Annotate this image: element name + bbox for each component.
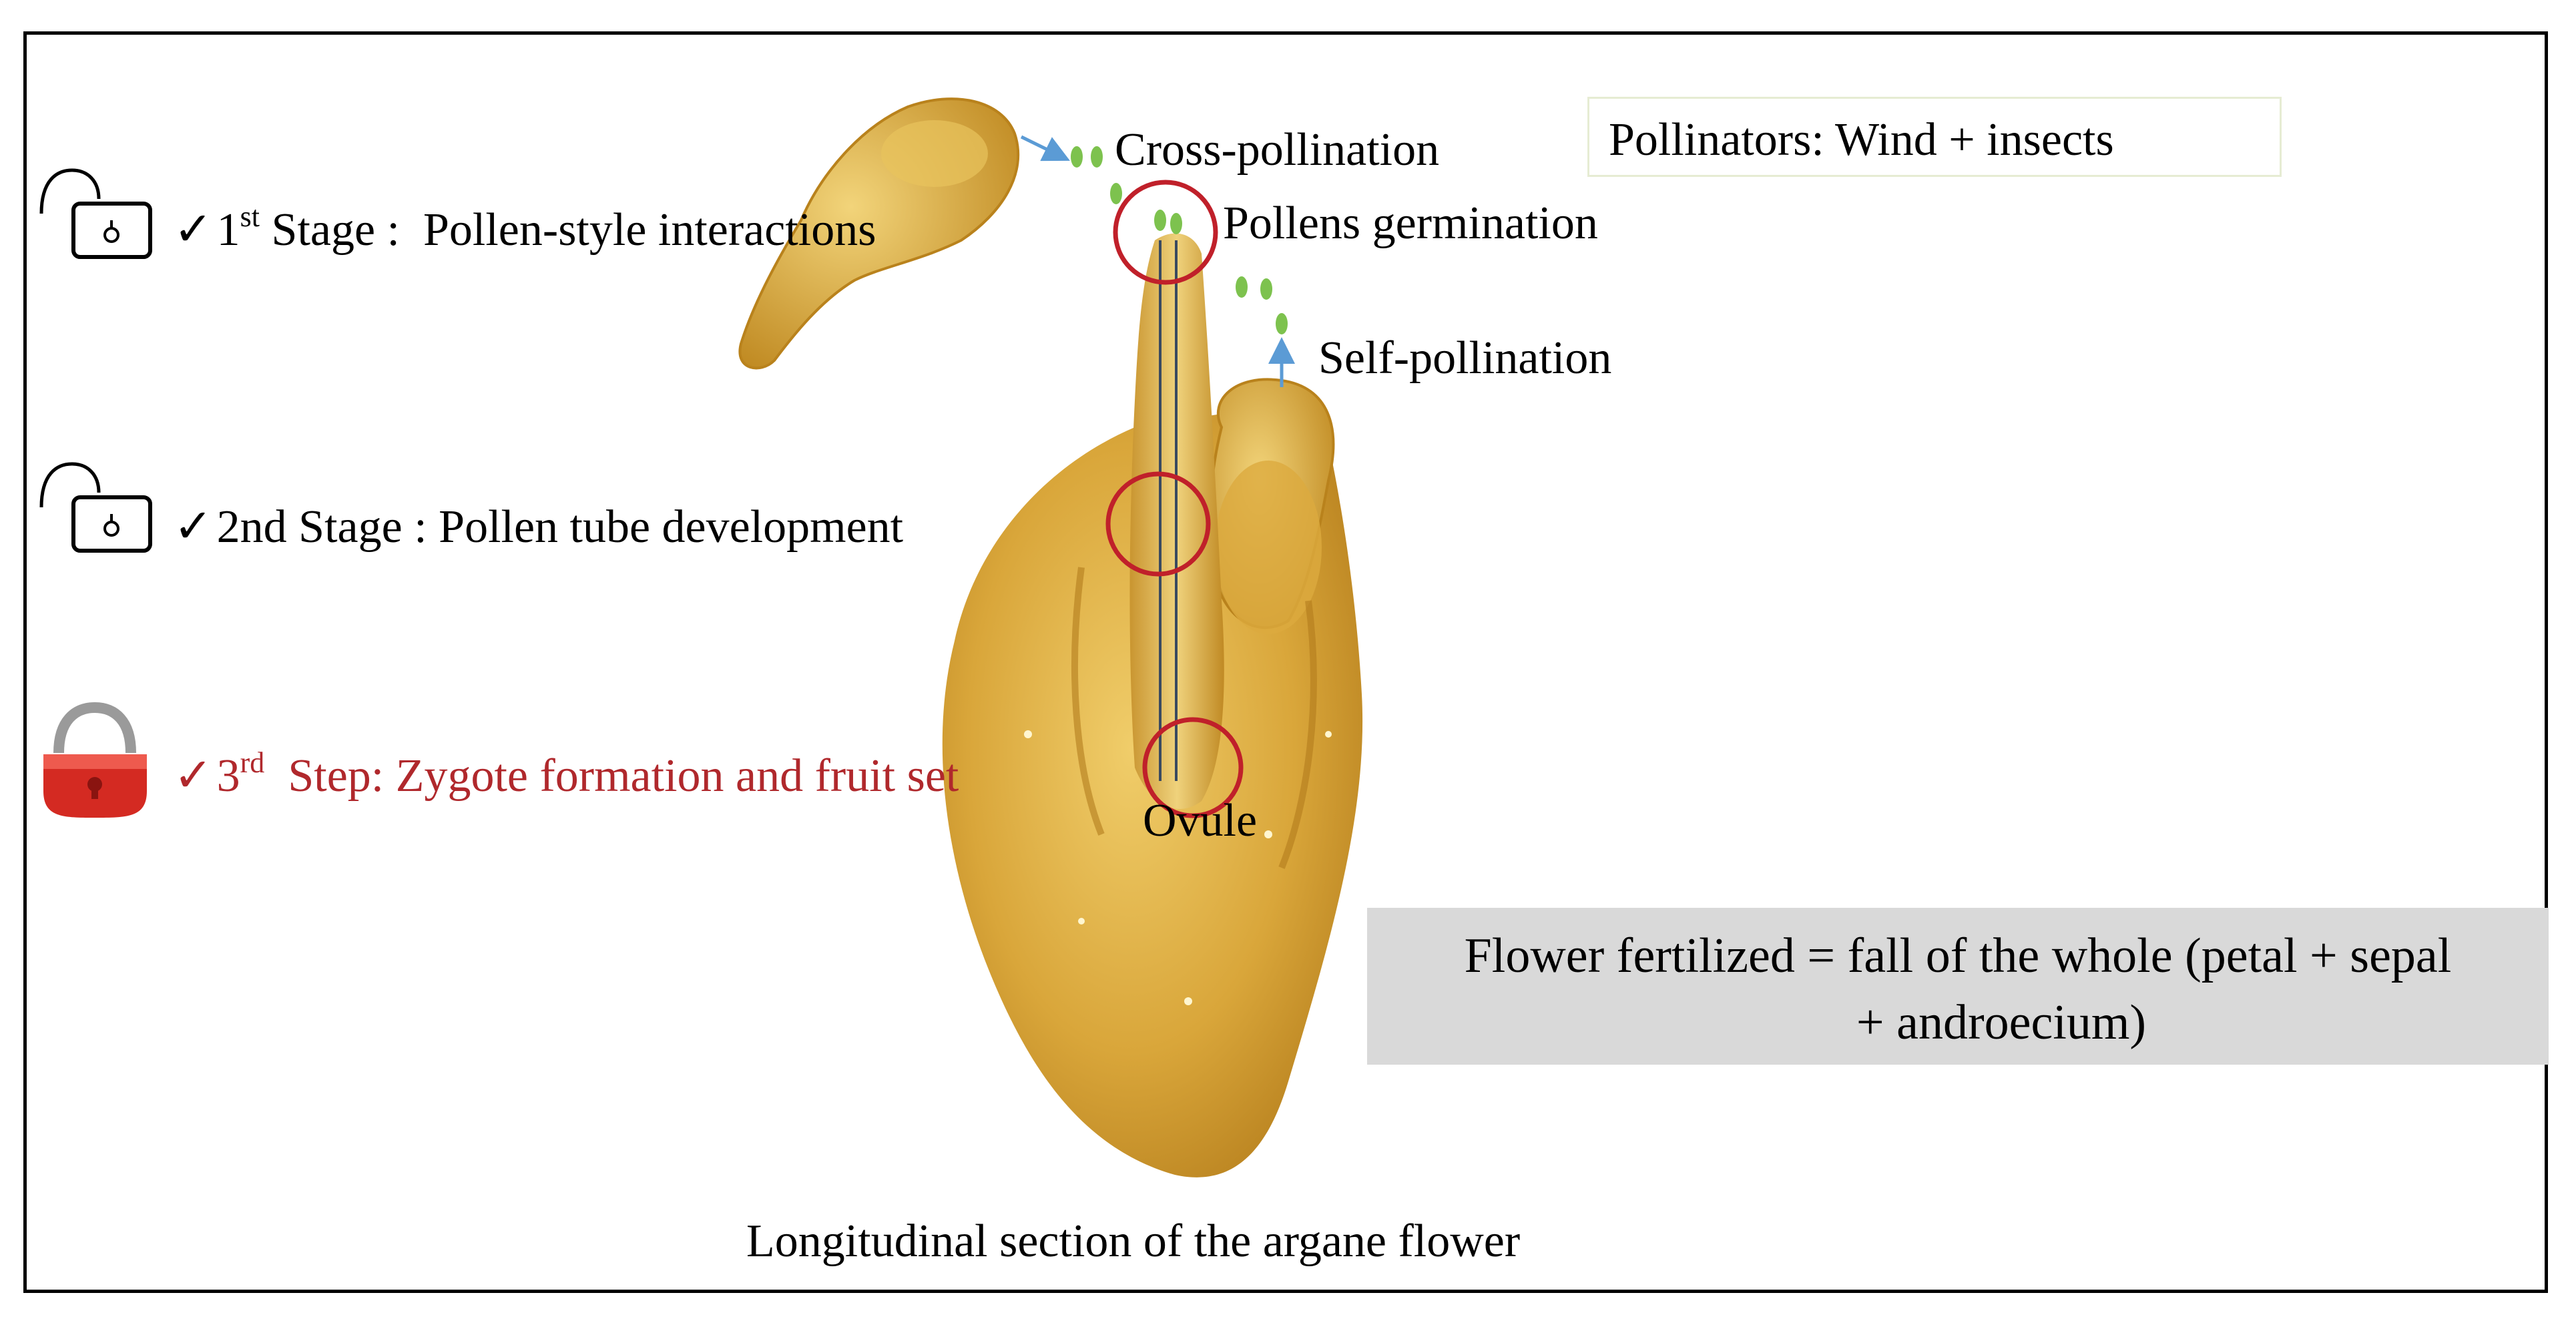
anther	[1215, 461, 1322, 634]
open-padlock-icon	[39, 168, 152, 259]
highlight-circle-style	[1105, 471, 1211, 577]
stage-2-label: ✓2nd Stage : Pollen tube development	[174, 501, 904, 553]
cross-pollination-label: Cross-pollination	[1115, 124, 1440, 176]
check-mark-icon: ✓	[174, 501, 213, 553]
highlight	[1325, 731, 1332, 738]
stage-3-label: ✓3rd Step: Zygote formation and fruit se…	[174, 746, 959, 802]
pollen-grain	[1091, 146, 1103, 168]
highlight	[1264, 830, 1272, 838]
pollen-grain	[1154, 210, 1166, 231]
fertilized-text-line1: Flower fertilized = fall of the whole (p…	[1464, 929, 2452, 983]
ovule-label: Ovule	[1143, 795, 1258, 846]
pollinators-box	[1587, 97, 2282, 177]
red-padlock-icon	[43, 702, 147, 818]
self-pollination-label: Self-pollination	[1318, 332, 1612, 384]
fertilized-box	[1367, 908, 2549, 1065]
pollen-grain	[1110, 183, 1122, 204]
open-padlock-icon	[39, 462, 152, 553]
cross-pollination-arrow	[1020, 135, 1070, 162]
fertilized-text-line2: + androecium)	[1856, 995, 2147, 1050]
pollen-grain	[1170, 213, 1182, 234]
check-mark-icon: ✓	[174, 750, 213, 802]
highlight	[1024, 730, 1032, 738]
check-mark-icon: ✓	[174, 204, 213, 256]
rib	[1278, 600, 1317, 869]
highlight-circle-ovule	[1142, 717, 1244, 818]
anther	[881, 120, 988, 187]
pollen-grain	[1071, 146, 1083, 168]
stage-1-label: ✓1st Stage : Pollen-style interactions	[174, 200, 876, 256]
highlight	[1184, 997, 1192, 1005]
figure-caption: Longitudinal section of the argane flowe…	[746, 1216, 1521, 1267]
rib	[1071, 567, 1105, 836]
pollens-germination-label: Pollens germination	[1223, 198, 1598, 249]
highlight-circle-stigma	[1113, 180, 1218, 285]
pollen-grain	[1276, 313, 1288, 334]
highlight	[1078, 918, 1085, 924]
pollinators-text: Pollinators: Wind + insects	[1609, 114, 2114, 166]
pollen-grain	[1260, 278, 1272, 300]
pollen-grain	[1236, 276, 1248, 298]
